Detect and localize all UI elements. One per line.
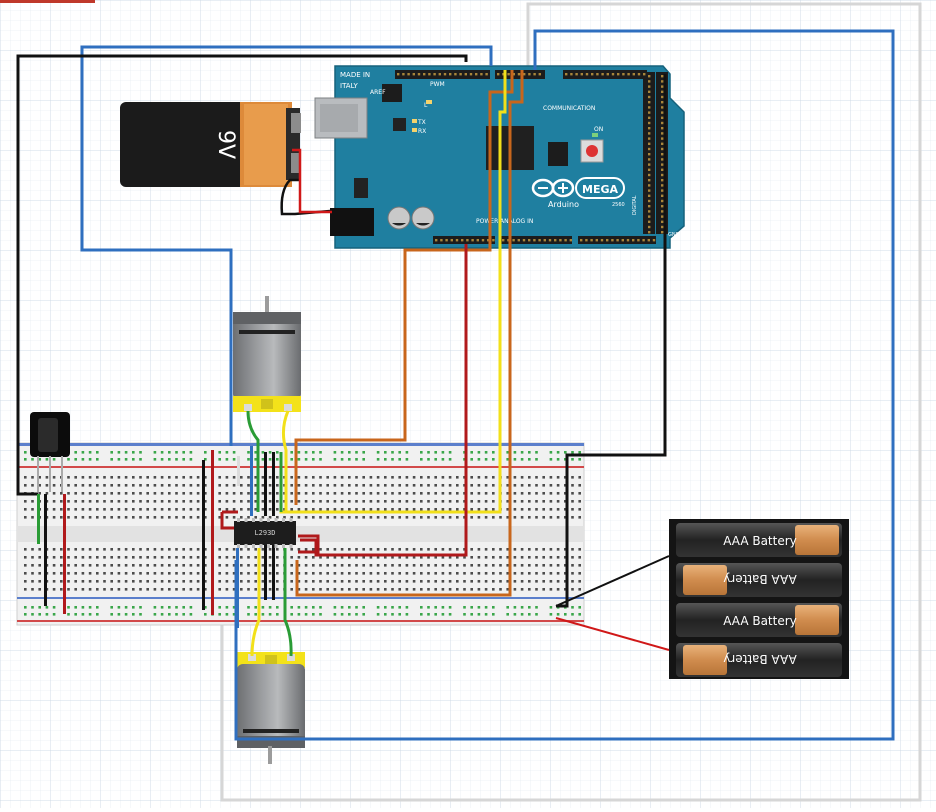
wire-9v-black	[280, 178, 331, 216]
capacitor-2	[411, 206, 435, 230]
wire-pack-black	[555, 555, 670, 607]
aaa-cell-cap	[795, 605, 839, 635]
motor-bottom	[237, 652, 305, 764]
rail-bottom-blue	[17, 597, 584, 599]
rail-bottom-red	[17, 620, 584, 622]
capacitor-1	[387, 206, 411, 230]
power-jack	[330, 208, 374, 236]
pwm-label: PWM	[430, 81, 445, 88]
aaa-cell-cap	[683, 645, 727, 675]
motor-top-lead-yellow	[281, 410, 290, 512]
arduino-logo	[531, 178, 575, 198]
jumper-red-enable-right	[298, 534, 320, 554]
small-ic	[393, 118, 406, 131]
jumper-black-top-1	[264, 452, 267, 516]
wire-black-gnd	[556, 74, 667, 608]
analog-in-label: ANALOG IN	[500, 218, 533, 225]
chip-label: L293D	[254, 529, 275, 537]
center-channel	[17, 526, 584, 542]
wire-blue-left	[80, 45, 493, 446]
communication-label: COMMUNICATION	[543, 105, 595, 112]
header-comm	[563, 70, 647, 79]
wire-orange-2	[295, 70, 524, 597]
jumper-ir-black	[44, 494, 47, 606]
jumper-ir-green	[37, 494, 40, 544]
aaa-cell-label: AAA Battery	[723, 614, 797, 628]
motor-bottom-lead-green	[283, 548, 293, 657]
jumper-black-top-2	[272, 452, 275, 516]
power-label: POWER	[476, 218, 498, 225]
jumper-black-bottom-2	[272, 542, 275, 600]
jumper-blue-bottom	[236, 548, 239, 628]
l-led-label: L	[424, 102, 428, 109]
year-label: 2560	[612, 202, 625, 208]
jumper-rail-black	[202, 460, 205, 610]
battery-9v: 9V	[120, 102, 301, 187]
l293d-chip: L293D	[234, 518, 296, 548]
header-power	[433, 236, 495, 244]
made-in-label: MADE IN	[340, 71, 370, 79]
on-led-label: ON	[594, 126, 603, 133]
wire-pack-red	[555, 617, 670, 651]
italy-label: ITALY	[340, 82, 359, 90]
wire-red-5v	[300, 244, 468, 557]
jumper-white-short	[237, 456, 240, 486]
battery-9v-label: 9V	[213, 130, 238, 159]
aaa-cell-label: AAA Battery	[723, 572, 797, 586]
wire-blue-right	[234, 29, 895, 741]
motor-top-lead-green	[246, 410, 260, 512]
aaa-cell-label: AAA Battery	[723, 534, 797, 548]
header-pwm-left	[395, 70, 490, 79]
wire-orange-1	[294, 70, 514, 505]
rx-label: RX	[418, 128, 426, 135]
mega-badge	[575, 177, 625, 199]
jumper-blue-top	[250, 446, 253, 516]
model-label: MEGA	[582, 183, 618, 196]
motor-bottom-lead-yellow	[250, 548, 261, 657]
jumper-black-bottom-1	[264, 542, 267, 600]
tx-label: TX	[417, 119, 426, 126]
wire-9v-red	[292, 148, 332, 214]
aaa-cell-cap	[683, 565, 727, 595]
jumper-red-enable-left	[220, 510, 238, 530]
rail-top-blue	[17, 443, 584, 446]
header-analog-a	[500, 236, 572, 244]
aaa-cell-label: AAA Battery	[723, 652, 797, 666]
wire-black-ir-gnd	[16, 54, 468, 496]
motor-top	[233, 296, 301, 412]
icsp2-header	[548, 142, 568, 166]
digital-label: DIGITAL	[632, 195, 638, 215]
aref-label: AREF	[370, 89, 386, 96]
gnd-label: GND	[668, 232, 680, 238]
ir-receiver	[30, 412, 70, 492]
aaa-cell-cap	[795, 525, 839, 555]
rail-top-red	[17, 466, 584, 468]
regulator	[354, 178, 368, 198]
icsp-header	[382, 84, 402, 102]
jumper-ir-red	[63, 494, 66, 614]
breadboard-holes	[24, 451, 581, 616]
corner-marker	[0, 0, 95, 3]
reset-button-cap	[586, 145, 598, 157]
brand-label: Arduino	[548, 200, 579, 209]
jumper-rail-red	[211, 450, 214, 615]
